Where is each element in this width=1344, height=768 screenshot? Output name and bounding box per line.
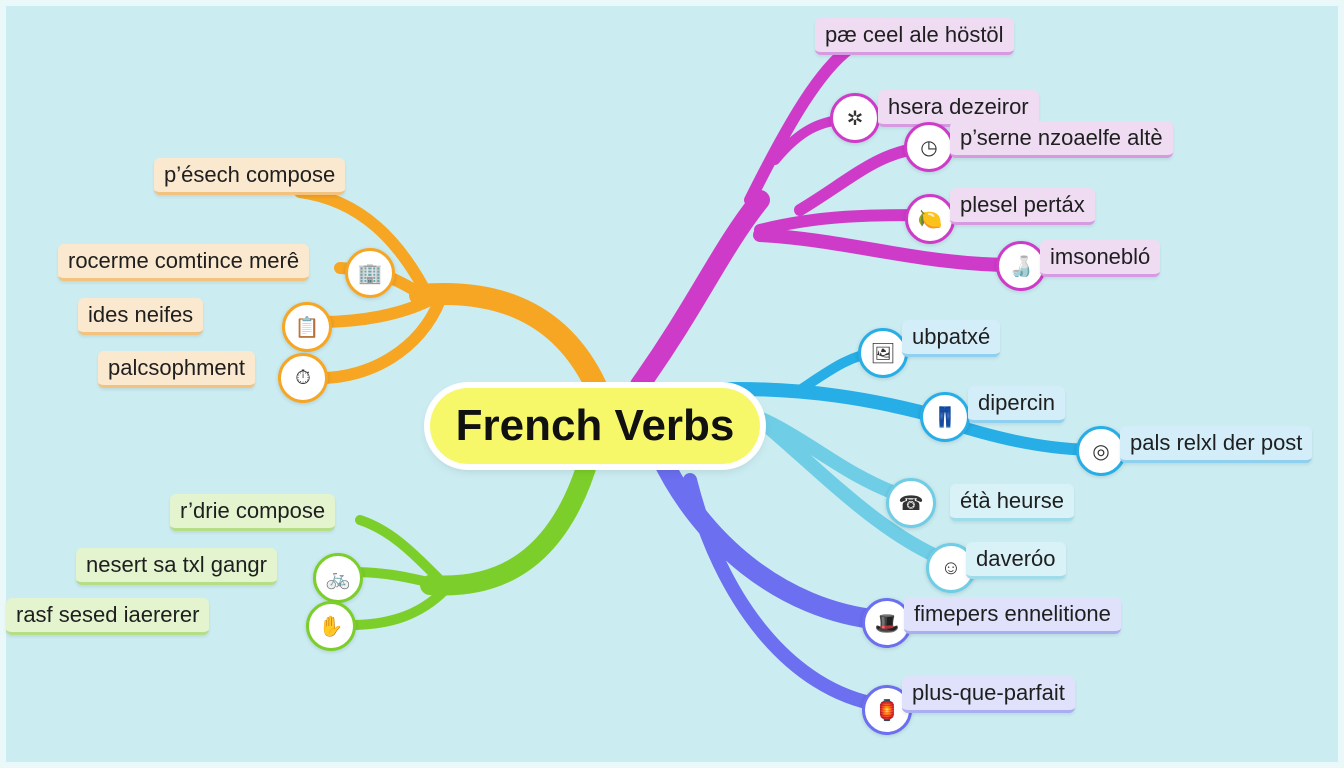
hand-icon: ✋ [306,601,356,651]
magenta-node-2[interactable]: hsera dezeiror [878,90,1039,127]
sky-link-1 [753,413,957,569]
green-node-3[interactable]: rasf sesed iaererer [6,598,210,635]
green-link-3 [345,585,450,630]
blue-node-3[interactable]: pals relxl der post [1120,426,1313,463]
magenta-node-4[interactable]: plesel pertáx [950,188,1095,225]
magenta-link-5 [753,228,1022,272]
sky-node-2[interactable]: daveróo [966,542,1066,579]
orange-link-4 [314,294,446,384]
building-icon: 🏢 [345,248,395,298]
magenta-node-5[interactable]: imsonebló [1040,240,1161,277]
purple-node-1[interactable]: fimepers ennelitione [904,597,1121,634]
purple-main-branch [650,445,890,630]
orange-link-3 [314,294,436,328]
lemon-icon: 🍋 [905,194,955,244]
magenta-main-branch [630,190,770,395]
magenta-node-3[interactable]: p’serne nzoaelfe altè [950,121,1173,158]
bottle-icon: 🍶 [996,241,1046,291]
central-topic[interactable]: French Verbs [430,388,760,464]
orange-node-3[interactable]: ides neifes [78,298,204,335]
phone-icon: ☎ [886,478,936,528]
purple-link-1 [683,473,887,712]
orange-node-1[interactable]: p’ésech compose [154,158,346,195]
clock-icon: ◷ [904,122,954,172]
clipboard-icon: 📋 [282,302,332,352]
green-main-branch [420,445,600,596]
clock-icon: ⏱ [278,353,328,403]
bicycle-icon: 🚲 [313,553,363,603]
bug-icon: ✲ [830,93,880,143]
picture-icon: 🖼 [858,328,908,378]
pants-icon: 👖 [920,392,970,442]
purple-node-2[interactable]: plus-que-parfait [902,676,1075,713]
magenta-node-1[interactable]: pæ ceel ale höstöl [815,18,1014,55]
sky-node-1[interactable]: étà heurse [950,484,1074,521]
green-link-1 [355,515,445,585]
magenta-link-4 [754,209,931,236]
green-node-2[interactable]: nesert sa txl gangr [76,548,277,585]
orange-node-4[interactable]: palcsophment [98,351,255,388]
green-node-1[interactable]: r’drie compose [170,494,336,531]
orange-link-1 [294,186,436,306]
green-link-2 [345,567,445,590]
blue-node-1[interactable]: ubpatxé [902,320,1001,357]
magenta-link-1 [744,42,856,206]
orange-main-branch [409,282,611,406]
blue-node-2[interactable]: dipercin [968,386,1066,423]
orange-node-2[interactable]: rocerme comtince merê [58,244,310,281]
globe-icon: ◎ [1076,426,1126,476]
